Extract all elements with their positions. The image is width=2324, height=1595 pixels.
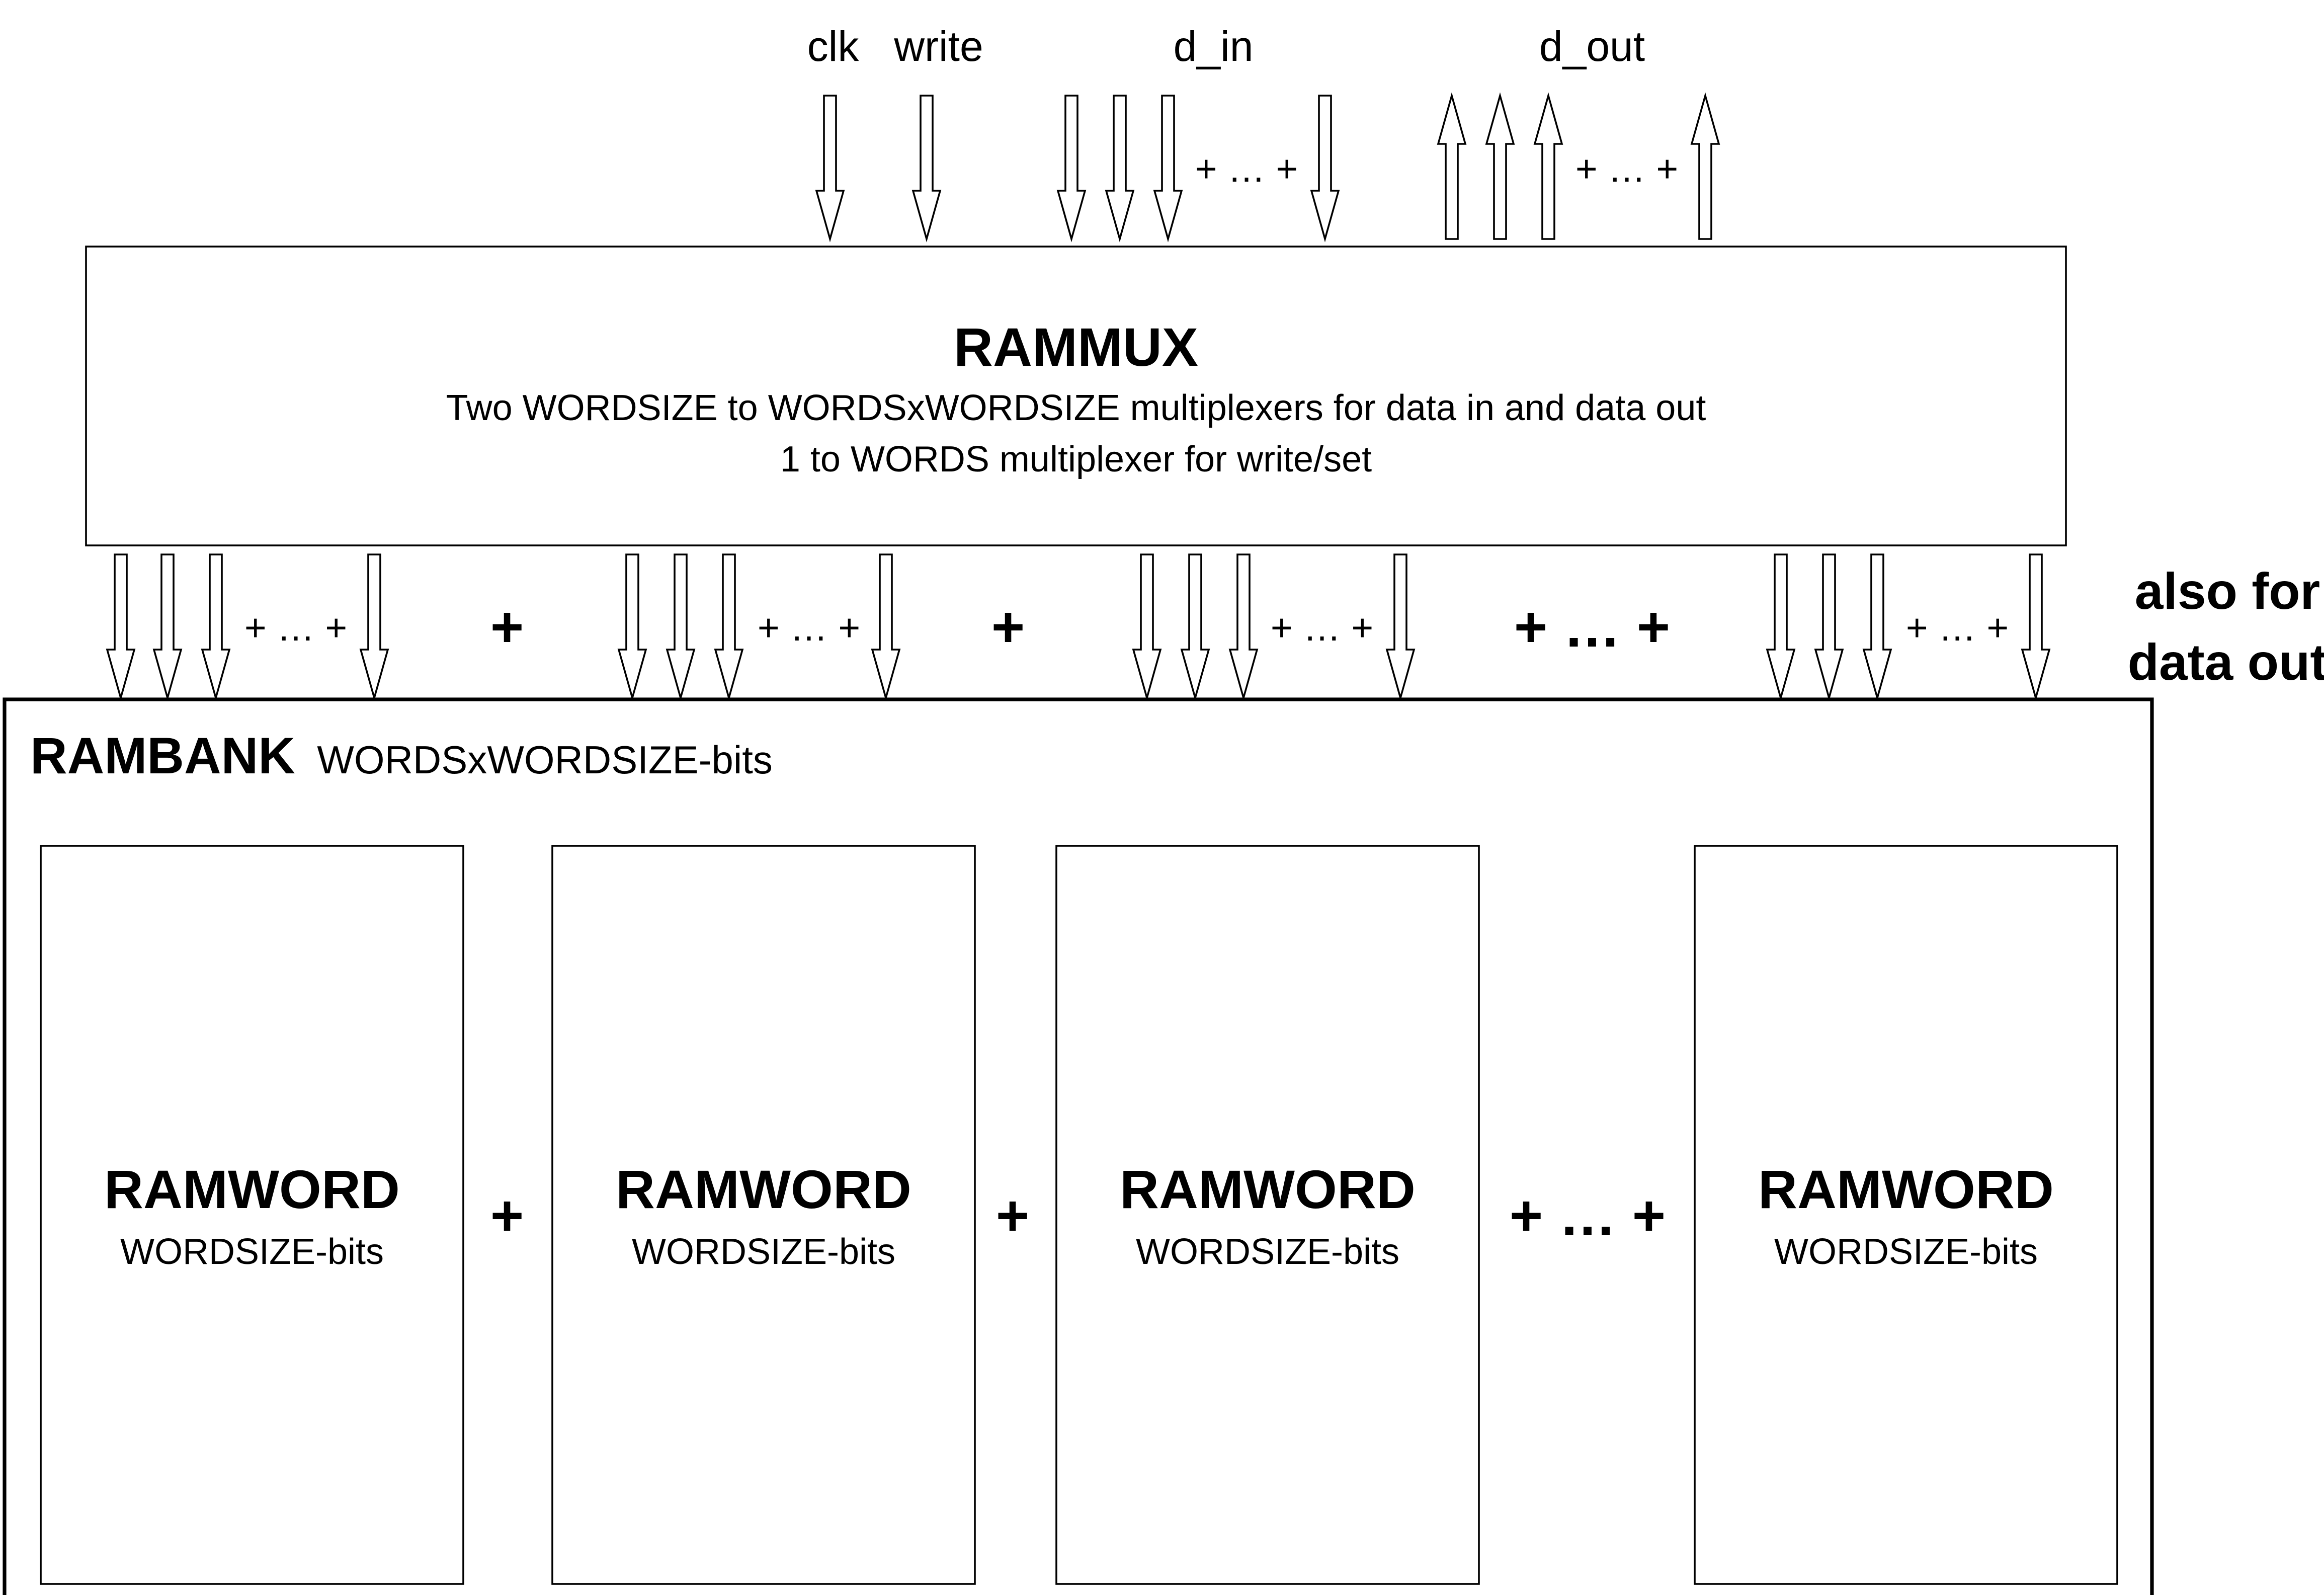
ramword-box — [551, 845, 976, 1585]
ramword-box — [1694, 845, 2118, 1585]
bus-arrow — [1814, 553, 1844, 699]
d-in-arrow — [1310, 95, 1340, 240]
rambank-subtitle: WORDSxWORDSIZE-bits — [317, 738, 773, 782]
bus-arrow — [714, 553, 743, 699]
d-out-arrow — [1691, 95, 1720, 240]
ramword-subtitle: WORDSIZE-bits — [1136, 1232, 1399, 1272]
bus-arrow — [1229, 553, 1258, 699]
bus-arrow — [618, 553, 647, 699]
rammux-description-line2: 1 to WORDS multiplexer for write/set — [780, 439, 1372, 480]
d-out-ellipsis: + … + — [1575, 147, 1678, 190]
bus-arrow — [1863, 553, 1892, 699]
ramword-box — [1055, 845, 1480, 1585]
ramword-separator: + — [490, 1184, 524, 1248]
d-in-ellipsis: + … + — [1195, 147, 1298, 190]
d-out-label: d_out — [1539, 23, 1645, 70]
data-out-note-line1: also for — [2135, 563, 2320, 620]
data-out-note-line2: data out — [2128, 633, 2324, 691]
ramword-subtitle: WORDSIZE-bits — [1774, 1232, 2038, 1272]
bus-arrow — [1386, 553, 1415, 699]
bus-arrow — [106, 553, 135, 699]
bus-arrow — [871, 553, 900, 699]
bus-arrow — [153, 553, 182, 699]
clk-label: clk — [807, 23, 860, 70]
bus-arrow — [1132, 553, 1161, 699]
write-input-arrow — [912, 95, 941, 240]
bus-plus: + — [991, 595, 1025, 659]
ramword-separator: + … + — [1510, 1184, 1666, 1248]
rambank-title-text: RAMBANK — [30, 727, 295, 784]
bus-plus: + — [490, 595, 524, 659]
bus-arrow — [1181, 553, 1210, 699]
bus-arrow — [1766, 553, 1795, 699]
bus-group-ellipsis: + … + — [244, 606, 347, 649]
d-out-arrow — [1534, 95, 1563, 240]
d-in-arrow — [1153, 95, 1183, 240]
rammux-box — [85, 246, 2067, 546]
rammux-title: RAMMUX — [954, 316, 1198, 377]
ramword-title: RAMWORD — [104, 1159, 400, 1220]
rambank-title: RAMBANK WORDSxWORDSIZE-bits — [30, 727, 773, 784]
bus-group-ellipsis: + … + — [1271, 606, 1373, 649]
ramword-title: RAMWORD — [616, 1159, 911, 1220]
ramword-separator: + — [996, 1184, 1030, 1248]
bus-arrow — [360, 553, 389, 699]
d-in-arrow — [1057, 95, 1086, 240]
ramword-subtitle: WORDSIZE-bits — [120, 1232, 384, 1272]
rammux-description-line1: Two WORDSIZE to WORDSxWORDSIZE multiplex… — [446, 388, 1706, 428]
ramword-subtitle: WORDSIZE-bits — [632, 1232, 895, 1272]
bus-group-ellipsis: + … + — [758, 606, 860, 649]
ramword-title: RAMWORD — [1758, 1159, 2054, 1220]
ramword-box — [40, 845, 464, 1585]
clk-input-arrow — [815, 95, 845, 240]
ramword-title: RAMWORD — [1120, 1159, 1416, 1220]
d-out-arrow — [1437, 95, 1466, 240]
d-in-label: d_in — [1174, 23, 1254, 70]
bus-arrow — [2021, 553, 2050, 699]
bus-arrow — [666, 553, 695, 699]
bus-group-ellipsis: + … + — [1906, 606, 2009, 649]
d-in-arrow — [1105, 95, 1134, 240]
bus-arrow — [201, 553, 230, 699]
d-out-arrow — [1485, 95, 1515, 240]
write-label: write — [893, 23, 983, 70]
bus-big-ellipsis: + … + — [1514, 595, 1671, 659]
